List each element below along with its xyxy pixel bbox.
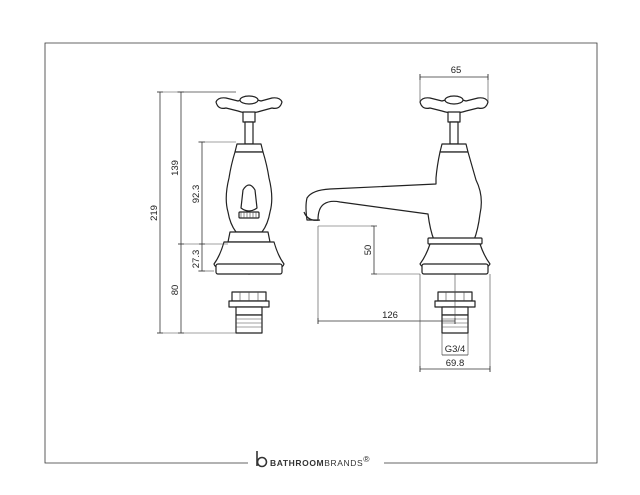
dim-head-width: 65 [451,65,462,76]
brand-name-bold: BATHROOM [270,458,324,468]
b-logo-icon [256,451,268,468]
brand-logo: BATHROOMBRANDS® [256,451,370,468]
dim-upper-height: 139 [170,160,181,176]
side-view-dimensions: 65 50 126 G3/4 69.8 [317,65,491,372]
dim-shank-length: 80 [170,285,181,296]
brand-name-regular: BRANDS [324,458,363,468]
dim-overall-height: 219 [149,205,160,221]
drawing-frame [44,42,598,464]
side-view-tap [303,95,491,334]
dim-spout-height: 50 [363,245,374,256]
front-view-tap [213,95,285,334]
dim-thread: G3/4 [445,344,466,355]
dim-base-width: 69.8 [446,358,465,369]
front-view-dimensions: 219 139 92.3 27.3 80 [149,91,236,334]
brand-registered: ® [363,454,370,464]
dim-spout-reach: 126 [382,310,398,321]
dim-body-height: 92.3 [191,185,202,204]
svg-text:BATHROOMBRANDS®: BATHROOMBRANDS® [270,454,370,468]
dim-base-height: 27.3 [191,250,202,269]
